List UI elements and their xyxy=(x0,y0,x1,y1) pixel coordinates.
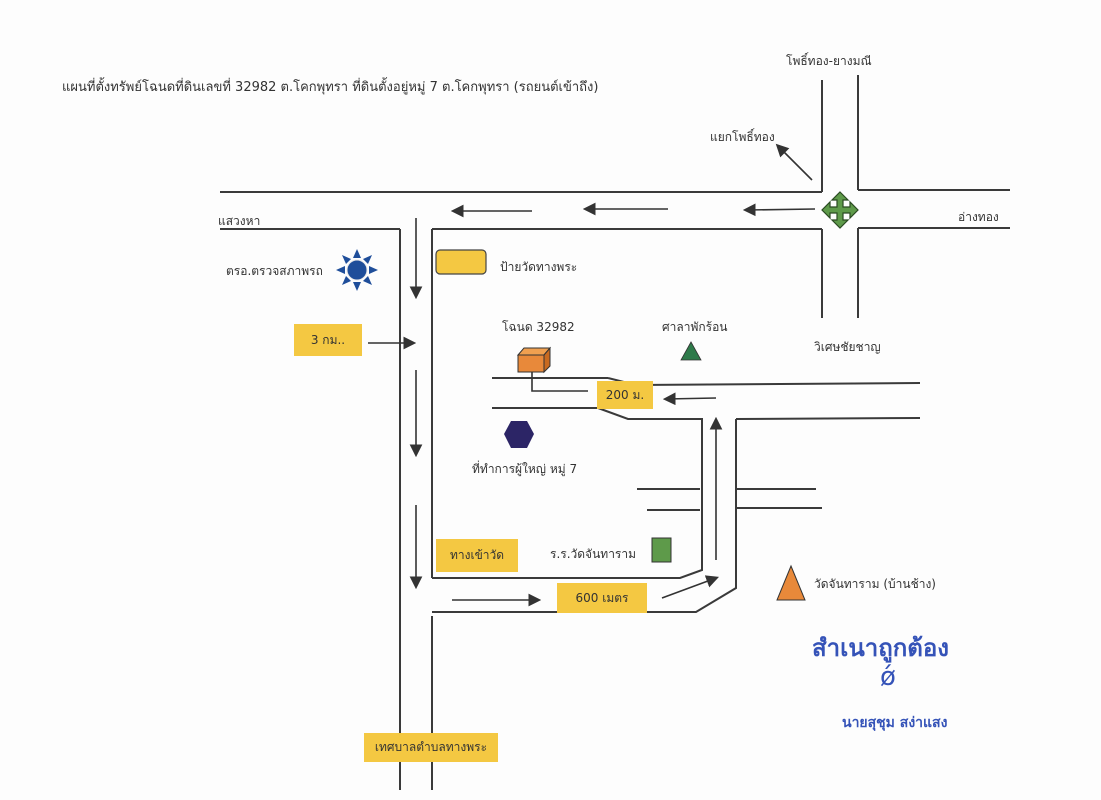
label-temple: วัดจันทาราม (บ้านช้าง) xyxy=(814,577,936,591)
label-branch: แยกโพธิ์ทอง xyxy=(710,130,775,144)
box-3km: 3 กม.. xyxy=(294,324,362,356)
stamp-certified: สำเนาถูกต้อง xyxy=(812,634,949,662)
road-edge xyxy=(432,407,703,579)
box-temple-entrance: ทางเข้าวัด xyxy=(436,539,518,572)
temple-sign-icon xyxy=(435,249,487,275)
label-road-east: อ่างทอง xyxy=(958,210,999,224)
school-square-icon xyxy=(651,537,672,563)
box-200m: 200 ม. xyxy=(597,381,653,409)
stamp-name: นายสุชุม สง่าแสง xyxy=(842,715,948,731)
temple-triangle-icon xyxy=(776,564,806,601)
label-road-south: วิเศษชัยชาญ xyxy=(814,340,881,354)
label-temple-sign: ป้ายวัดทางพระ xyxy=(500,260,578,274)
arrow-icon xyxy=(661,575,720,599)
label-headman-office: ที่ทำการผู้ใหญ่ หมู่ 7 xyxy=(472,462,578,476)
box-municipality: เทศบาลตำบลทางพระ xyxy=(364,733,498,762)
label-deed: โฉนด 32982 xyxy=(502,320,575,334)
map-title: แผนที่ตั้งทรัพย์โฉนดที่ดินเลขที่ 32982 ต… xyxy=(62,80,599,95)
pavilion-triangle-icon xyxy=(680,341,702,361)
sun-icon xyxy=(336,249,378,291)
arrow-icon xyxy=(775,143,813,181)
signature: ǿ xyxy=(880,662,896,692)
direction-arrows xyxy=(368,143,816,607)
label-pavilion: ศาลาพักร้อน xyxy=(662,320,728,334)
deed-box-icon xyxy=(516,346,552,374)
label-inspection: ตรอ.ตรวจสภาพรถ xyxy=(226,264,323,278)
arrow-icon xyxy=(662,392,717,406)
label-road-west: แสวงหา xyxy=(218,214,261,228)
road-edge xyxy=(735,417,921,420)
hexagon-icon xyxy=(504,421,534,448)
label-road-north: โพธิ์ทอง-ยางมณี xyxy=(786,54,872,68)
crossroad-icon xyxy=(821,191,859,229)
road-edge xyxy=(607,377,921,387)
arrow-icon xyxy=(742,203,816,217)
box-600m: 600 เมตร xyxy=(557,583,647,613)
label-school: ร.ร.วัดจันทาราม xyxy=(550,547,637,561)
